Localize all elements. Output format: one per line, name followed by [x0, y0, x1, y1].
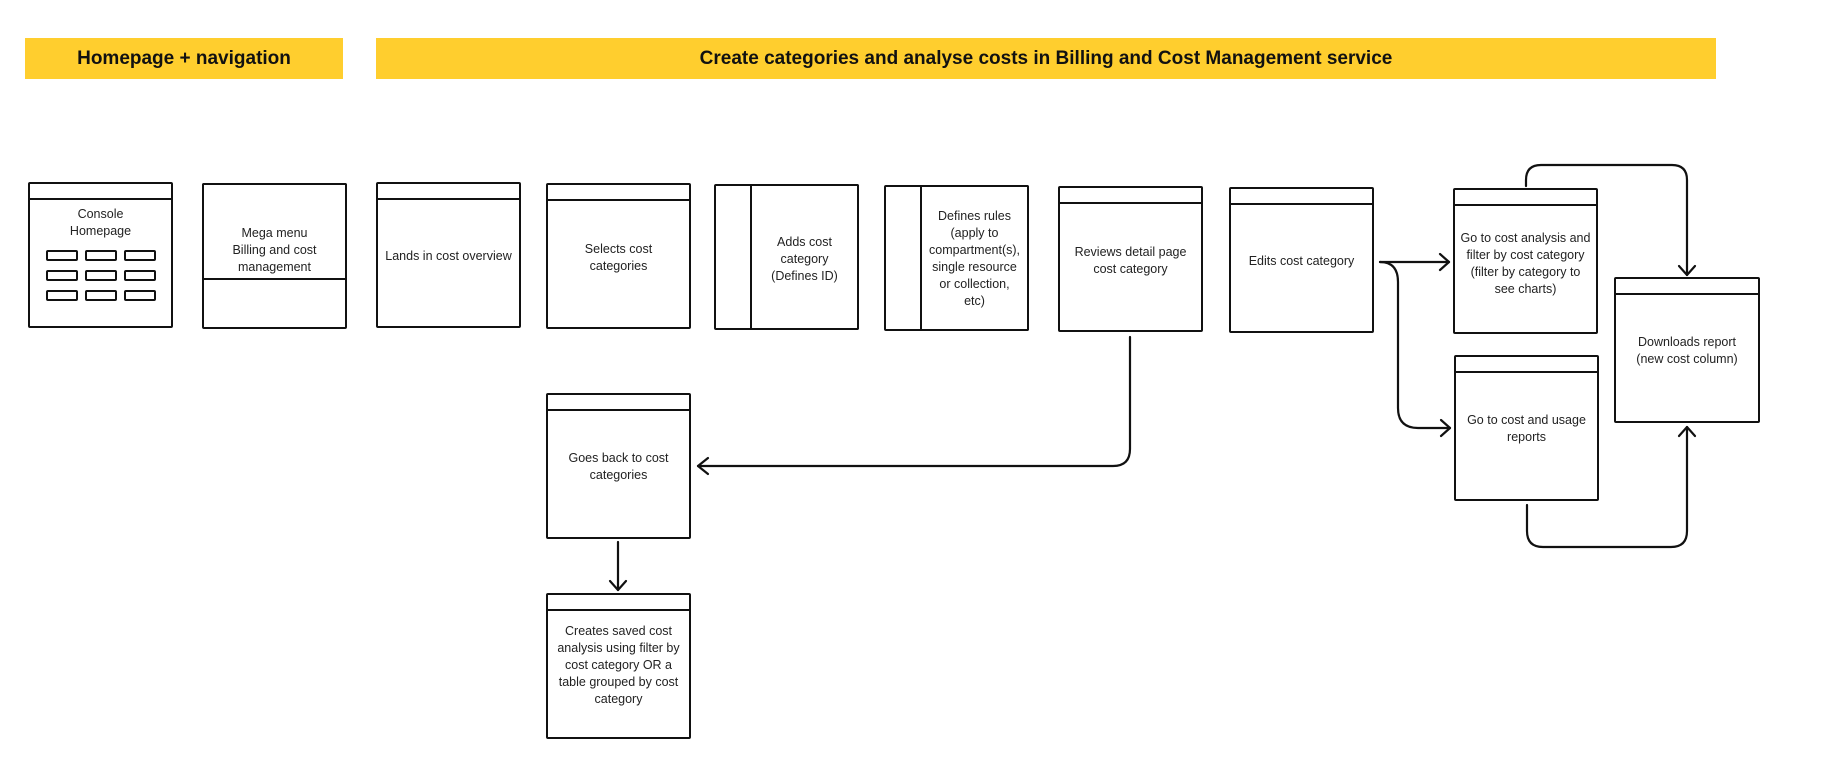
app-tile [46, 270, 78, 281]
step-label: Mega menu Billing and cost management [232, 226, 317, 274]
screen-creates-saved-cost-analysis: Creates saved cost analysis using filter… [546, 593, 691, 739]
window-title-bar [1060, 188, 1201, 204]
section-title: Homepage + navigation [77, 47, 291, 69]
step-label: Reviews detail page cost category [1074, 245, 1187, 276]
window-title-bar [548, 595, 689, 611]
step-label: Edits cost category [1248, 254, 1355, 268]
step-label: Go to cost and usage reports [1467, 413, 1586, 444]
app-tiles-grid [46, 250, 156, 301]
section-banner-homepage-navigation: Homepage + navigation [25, 38, 343, 79]
screen-cost-usage-reports: Go to cost and usage reports [1454, 355, 1599, 501]
mega-menu-panel [201, 182, 347, 280]
step-label: Defines rules (apply to compartment(s), … [929, 209, 1020, 308]
connector-review-to-goes-back [696, 335, 1132, 468]
window-title-bar [1616, 279, 1758, 295]
window-title-bar [1456, 357, 1597, 373]
step-label: Downloads report (new cost column) [1636, 335, 1738, 366]
app-tile [85, 250, 117, 261]
app-tile [46, 290, 78, 301]
window-title-bar [548, 185, 689, 201]
window-title-bar [548, 395, 689, 411]
window-title-bar [1231, 189, 1372, 205]
arrowhead-down [608, 579, 628, 592]
section-title: Create categories and analyse costs in B… [699, 47, 1393, 69]
step-label: Goes back to cost categories [568, 451, 669, 482]
screen-goes-back-cost-categories: Goes back to cost categories [546, 393, 691, 539]
screen-defines-rules: Defines rules (apply to compartment(s), … [920, 185, 1029, 331]
arrowhead-left [696, 456, 710, 476]
step-label: Console Homepage [69, 207, 132, 238]
step-label: Go to cost analysis and filter by cost c… [1460, 231, 1591, 296]
window-title-bar [30, 184, 171, 200]
connector-edits-to-usage-reports [1378, 260, 1452, 430]
screen-reviews-detail-page: Reviews detail page cost category [1058, 186, 1203, 332]
step-label: Creates saved cost analysis using filter… [557, 624, 680, 706]
step-label: Lands in cost overview [385, 249, 512, 263]
window-title-bar [378, 184, 519, 200]
step-label: Adds cost category (Defines ID) [771, 235, 838, 283]
arrowhead-up [1677, 425, 1697, 438]
screen-cost-analysis: Go to cost analysis and filter by cost c… [1453, 188, 1598, 334]
window-title-bar [1455, 190, 1596, 206]
arrowhead-down [1677, 264, 1697, 277]
screen-console-homepage: Console Homepage [28, 182, 173, 328]
app-tile [46, 250, 78, 261]
app-tile [85, 290, 117, 301]
step-label: Selects cost categories [584, 242, 653, 273]
app-tile [85, 270, 117, 281]
screen-adds-cost-category: Adds cost category (Defines ID) [750, 184, 859, 330]
screen-mega-menu: Mega menu Billing and cost management [201, 182, 347, 329]
section-banner-billing-cost-management: Create categories and analyse costs in B… [376, 38, 1716, 79]
screen-selects-cost-categories: Selects cost categories [546, 183, 691, 329]
arrowhead-right [1439, 418, 1452, 438]
screen-lands-cost-overview: Lands in cost overview [376, 182, 521, 328]
app-tile [124, 270, 156, 281]
arrowhead-right [1438, 252, 1451, 272]
screen-edits-cost-category: Edits cost category [1229, 187, 1374, 333]
app-tile [124, 250, 156, 261]
app-tile [124, 290, 156, 301]
screen-downloads-report: Downloads report (new cost column) [1614, 277, 1760, 423]
